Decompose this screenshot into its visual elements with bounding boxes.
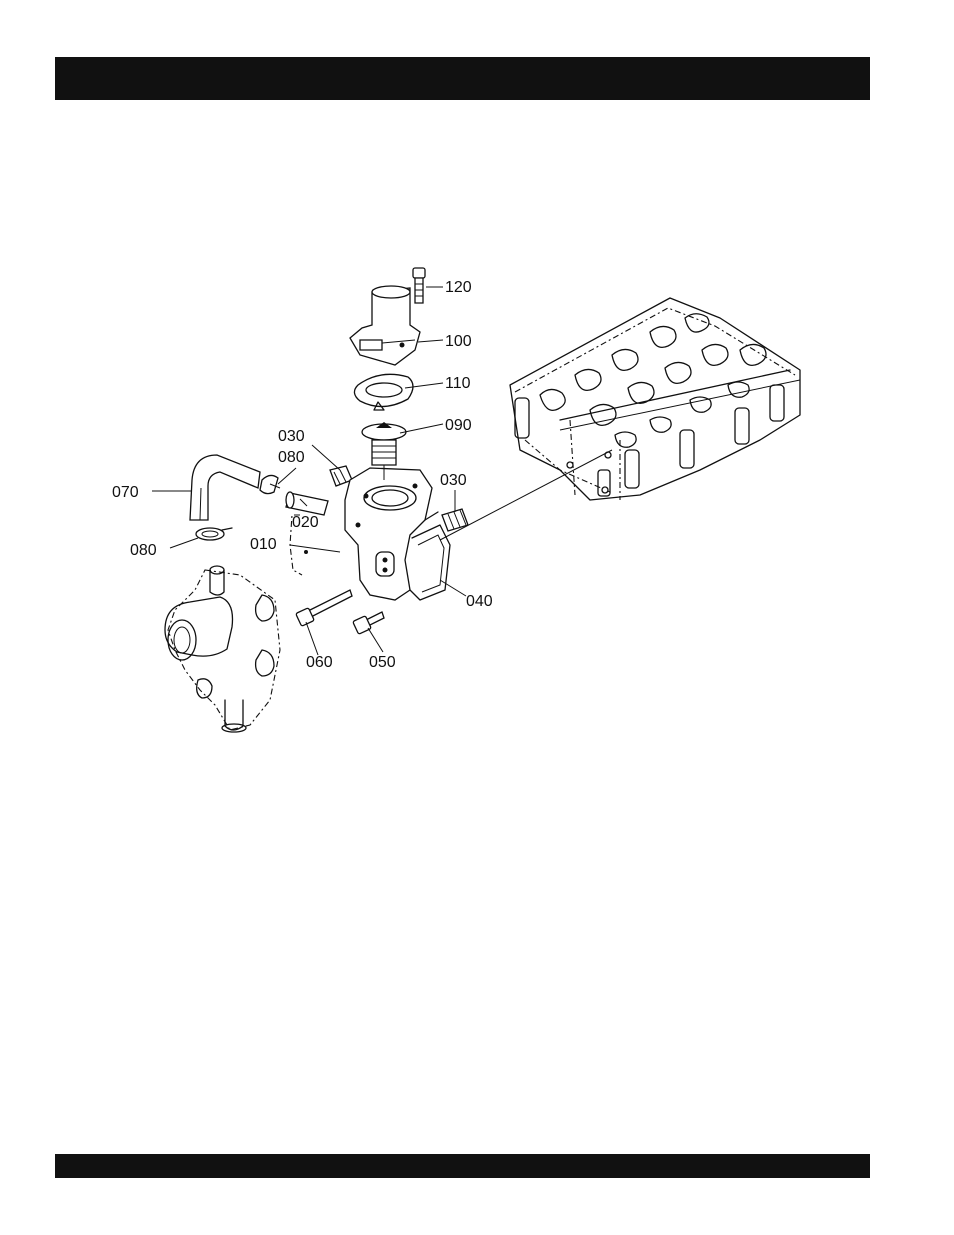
part-label-080-lower: 080 (130, 542, 157, 559)
bolt-050 (353, 612, 384, 634)
clamp-080-lower (196, 528, 232, 540)
bolt-120 (413, 268, 425, 303)
footer-bar (55, 1154, 870, 1178)
part-label-110: 110 (445, 375, 471, 392)
part-label-050: 050 (369, 654, 396, 671)
part-label-100: 100 (445, 333, 472, 350)
part-label-070: 070 (112, 484, 139, 501)
part-label-090: 090 (445, 417, 472, 434)
gasket-110 (354, 374, 413, 410)
hose-070 (190, 455, 260, 520)
part-label-020: 020 (292, 514, 319, 531)
part-label-060: 060 (306, 654, 333, 671)
part-label-030-upper: 030 (278, 428, 305, 445)
thermostat-housing-010 (345, 468, 438, 600)
clamp-080-upper (260, 475, 280, 493)
part-label-080-upper: 080 (278, 449, 305, 466)
part-label-010: 010 (250, 536, 277, 553)
part-label-120: 120 (445, 279, 472, 296)
gasket-040 (410, 525, 450, 600)
cylinder-head-drawing (510, 298, 800, 500)
bolt-060 (296, 590, 352, 626)
water-flange-100 (350, 286, 420, 365)
water-pump-drawing (165, 566, 280, 732)
part-label-030-right: 030 (440, 472, 467, 489)
part-label-040: 040 (466, 593, 493, 610)
gasket-leader-line (440, 450, 612, 540)
pipe-020 (286, 492, 328, 515)
dot-010 (304, 550, 308, 554)
